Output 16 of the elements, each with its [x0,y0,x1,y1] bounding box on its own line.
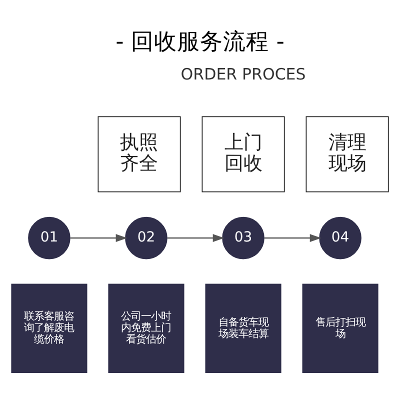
arrow [264,234,322,242]
diagram-title: - 回收服务流程 - [116,29,284,56]
node-box: 售后打扫现场 [302,284,378,373]
node-circle: 03 [222,216,264,260]
node-box: 上门回收 [202,116,285,192]
arrow [167,234,224,242]
node-box: 执照齐全 [98,116,181,192]
node-box: 公司一小时内免费上门看货估价 [108,284,184,373]
node-box: 清理现场 [306,116,389,192]
label: ORDER PROCES [180,64,306,84]
node-box: 联系客服咨询了解废电缆价格 [11,284,88,373]
node-circle: 01 [28,216,70,260]
node-circle: 04 [319,216,362,260]
node-box: 自备货车现场装车结算 [205,284,282,373]
node-circle: 02 [125,216,168,260]
arrow [70,234,128,242]
